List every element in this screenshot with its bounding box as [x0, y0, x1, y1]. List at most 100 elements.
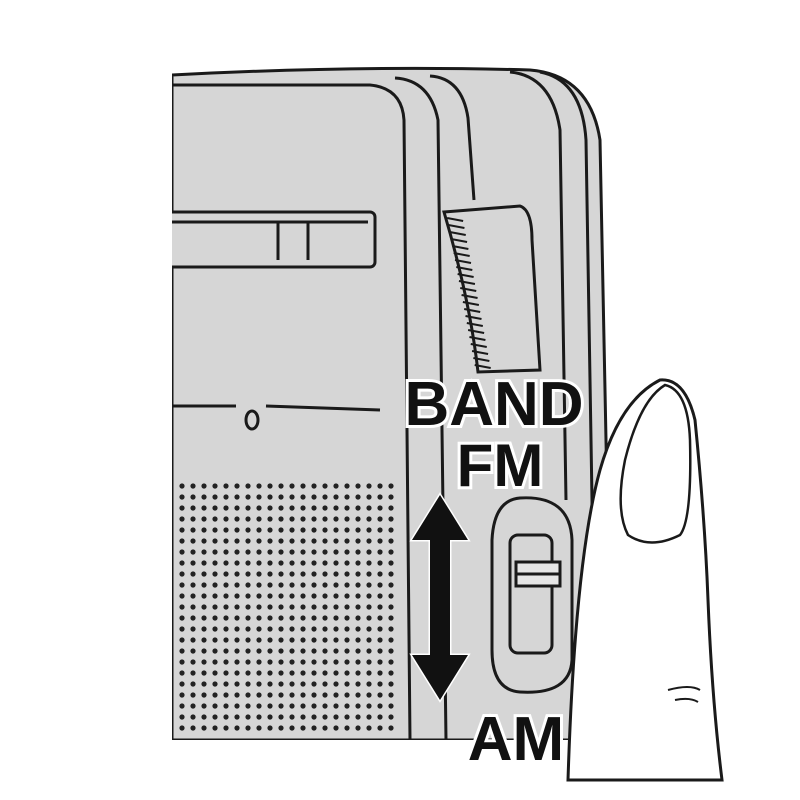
grille-hole [366, 703, 372, 709]
grille-hole [212, 714, 218, 720]
grille-hole [190, 527, 196, 533]
grille-hole [388, 714, 394, 720]
grille-hole [256, 494, 262, 500]
grille-hole [179, 604, 185, 610]
grille-hole [333, 494, 339, 500]
grille-hole [311, 648, 317, 654]
grille-hole [355, 648, 361, 654]
grille-hole [245, 571, 251, 577]
grille-hole [388, 593, 394, 599]
grille-hole [179, 637, 185, 643]
grille-hole [344, 516, 350, 522]
grille-hole [278, 626, 284, 632]
grille-hole [355, 670, 361, 676]
grille-hole [267, 637, 273, 643]
grille-hole [223, 725, 229, 731]
front-panel [172, 83, 412, 740]
grille-hole [223, 505, 229, 511]
dial-tick [446, 217, 464, 222]
grille-hole [366, 560, 372, 566]
grille-hole [311, 604, 317, 610]
grille-hole [256, 582, 262, 588]
grille-hole [344, 571, 350, 577]
grille-hole [333, 648, 339, 654]
grille-hole [377, 549, 383, 555]
grille-hole [311, 703, 317, 709]
grille-hole [256, 681, 262, 687]
grille-hole [234, 516, 240, 522]
grille-hole [366, 483, 372, 489]
grille-hole [245, 681, 251, 687]
grille-hole [245, 692, 251, 698]
grille-hole [322, 725, 328, 731]
grille-hole [267, 593, 273, 599]
grille-hole [256, 560, 262, 566]
grille-hole [234, 494, 240, 500]
grille-hole [311, 659, 317, 665]
grille-hole [366, 615, 372, 621]
grille-hole [190, 615, 196, 621]
grille-hole [201, 659, 207, 665]
grille-hole [267, 659, 273, 665]
grille-hole [190, 637, 196, 643]
fm-position-label: FM [457, 432, 544, 499]
dial-tick [474, 364, 491, 369]
grille-hole [212, 670, 218, 676]
grille-hole [300, 560, 306, 566]
grille-hole [267, 582, 273, 588]
grille-hole [201, 571, 207, 577]
grille-hole [256, 659, 262, 665]
grille-hole [256, 626, 262, 632]
grille-hole [256, 637, 262, 643]
grille-hole [190, 582, 196, 588]
grille-hole [311, 681, 317, 687]
grille-hole [223, 637, 229, 643]
grille-hole [300, 505, 306, 511]
grille-hole [366, 670, 372, 676]
grille-hole [333, 483, 339, 489]
grille-hole [388, 681, 394, 687]
grille-hole [212, 593, 218, 599]
grille-hole [234, 626, 240, 632]
grille-hole [355, 593, 361, 599]
grille-hole [245, 703, 251, 709]
grille-hole [278, 725, 284, 731]
grille-hole [179, 703, 185, 709]
grille-hole [377, 604, 383, 610]
grille-hole [223, 516, 229, 522]
grille-hole [289, 483, 295, 489]
grille-hole [289, 626, 295, 632]
grille-hole [300, 538, 306, 544]
grille-hole [366, 659, 372, 665]
dial-tick [448, 224, 465, 229]
grille-hole [300, 615, 306, 621]
grille-hole [256, 615, 262, 621]
grille-hole [289, 692, 295, 698]
dial-tick [470, 343, 487, 348]
grille-hole [234, 593, 240, 599]
grille-hole [333, 604, 339, 610]
grille-hole [322, 670, 328, 676]
grille-hole [322, 516, 328, 522]
grille-hole [388, 692, 394, 698]
grille-hole [223, 593, 229, 599]
grille-hole [212, 571, 218, 577]
grille-hole [267, 703, 273, 709]
grille-hole [388, 516, 394, 522]
grille-hole [212, 626, 218, 632]
grille-hole [190, 549, 196, 555]
grille-hole [300, 626, 306, 632]
grille-hole [333, 527, 339, 533]
grille-hole [322, 571, 328, 577]
grille-hole [322, 659, 328, 665]
grille-hole [300, 483, 306, 489]
grille-hole [256, 571, 262, 577]
grille-hole [300, 582, 306, 588]
grille-hole [179, 593, 185, 599]
grille-hole [366, 538, 372, 544]
grille-hole [388, 648, 394, 654]
grille-hole [201, 670, 207, 676]
grille-hole [212, 648, 218, 654]
grille-hole [322, 593, 328, 599]
